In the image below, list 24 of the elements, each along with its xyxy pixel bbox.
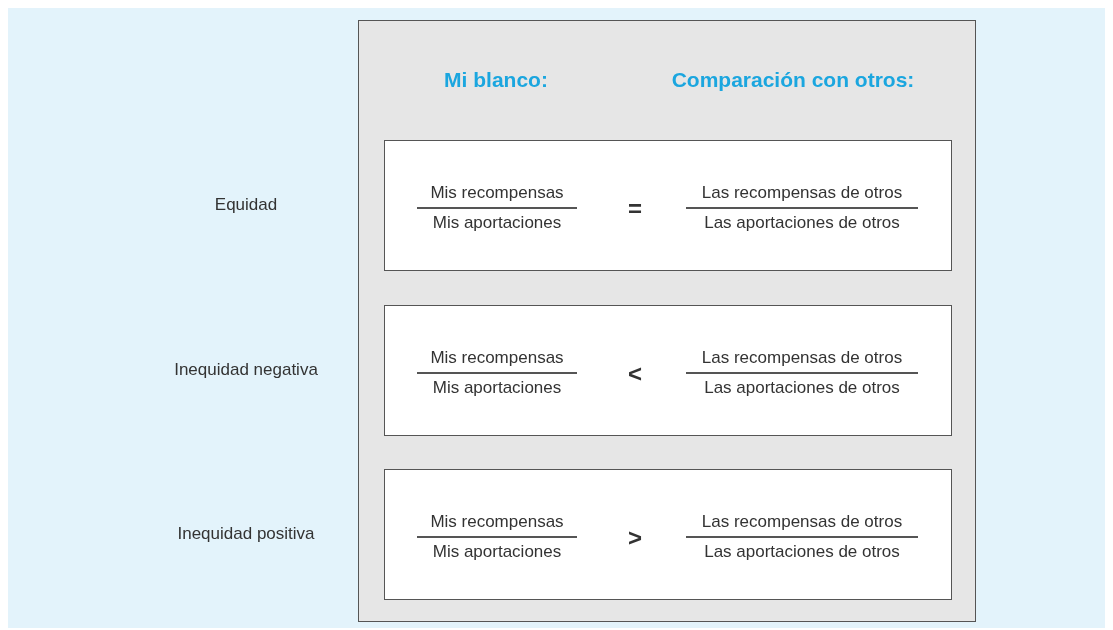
fraction-denominator: Mis aportaciones <box>432 378 562 398</box>
ratio-box <box>384 305 952 436</box>
fraction-numerator: Mis recompensas <box>430 183 564 203</box>
row-label: Equidad <box>214 195 278 215</box>
comparison-operator: < <box>628 360 642 388</box>
ratio-box <box>384 140 952 271</box>
row-label: Inequidad positiva <box>177 524 315 544</box>
ratio-box <box>384 469 952 600</box>
fraction-numerator: Mis recompensas <box>430 348 564 368</box>
fraction-numerator: Las recompensas de otros <box>701 348 903 368</box>
fraction-denominator: Mis aportaciones <box>432 542 562 562</box>
fraction-denominator: Mis aportaciones <box>432 213 562 233</box>
comparison-operator: = <box>628 195 642 223</box>
comparison-panel <box>358 20 976 622</box>
fraction-numerator: Las recompensas de otros <box>701 183 903 203</box>
fraction-numerator: Las recompensas de otros <box>701 512 903 532</box>
row-label: Inequidad negativa <box>174 360 318 380</box>
fraction-numerator: Mis recompensas <box>430 512 564 532</box>
fraction-denominator: Las aportaciones de otros <box>704 378 900 398</box>
fraction-denominator: Las aportaciones de otros <box>704 213 900 233</box>
column-heading: Mi blanco: <box>444 68 548 92</box>
column-heading: Comparación con otros: <box>671 68 915 92</box>
fraction-denominator: Las aportaciones de otros <box>704 542 900 562</box>
comparison-operator: > <box>628 524 642 552</box>
